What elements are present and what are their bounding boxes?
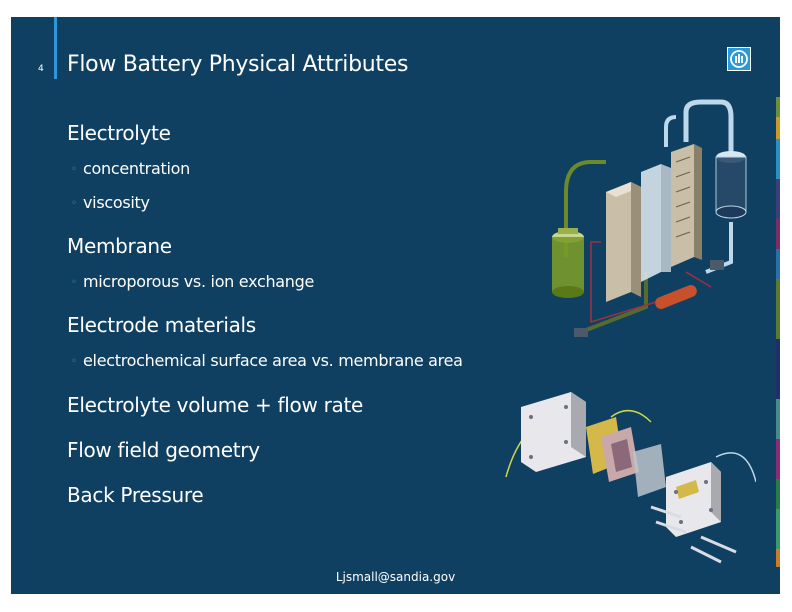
heading-back-pressure: Back Pressure xyxy=(67,483,204,507)
bullet-icon: ◦ xyxy=(71,356,77,367)
slide-title: Flow Battery Physical Attributes xyxy=(67,52,409,77)
slide: 4 Flow Battery Physical Attributes Elect… xyxy=(11,17,780,594)
heading-membrane: Membrane xyxy=(67,234,172,258)
slide-number: 4 xyxy=(38,64,44,74)
heading-flow-field-geometry: Flow field geometry xyxy=(67,438,260,462)
decorative-color-strip xyxy=(776,17,780,594)
bullet-icon: ◦ xyxy=(71,277,77,288)
heading-electrolyte: Electrolyte xyxy=(67,121,171,145)
heading-electrolyte-volume: Electrolyte volume + flow rate xyxy=(67,393,363,417)
bullet-item: ◦electrochemical surface area vs. membra… xyxy=(71,351,463,370)
bullet-item: ◦microporous vs. ion exchange xyxy=(71,272,315,291)
bullet-icon: ◦ xyxy=(71,164,77,175)
bullet-icon: ◦ xyxy=(71,198,77,209)
title-accent-rule xyxy=(54,17,57,79)
footer-email: Ljsmall@sandia.gov xyxy=(335,570,456,584)
heading-electrode-materials: Electrode materials xyxy=(67,313,256,337)
flow-battery-system-illustration xyxy=(552,99,747,337)
exploded-cell-illustration xyxy=(505,392,756,564)
bullet-item: ◦viscosity xyxy=(71,193,150,212)
bullet-item: ◦concentration xyxy=(71,159,190,178)
sandia-logo-icon xyxy=(727,47,751,71)
